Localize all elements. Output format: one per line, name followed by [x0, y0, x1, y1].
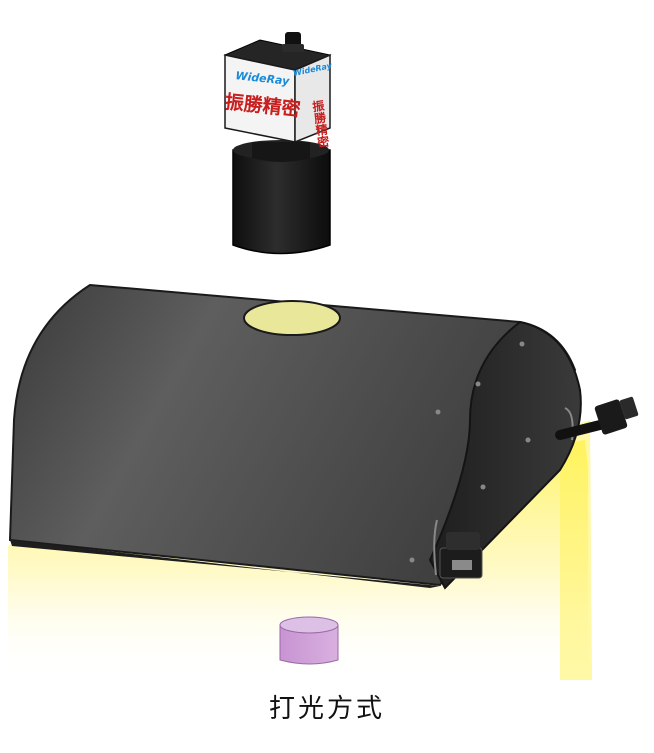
screw-1: [519, 341, 525, 347]
connector: [439, 532, 483, 579]
diagram-caption: 打光方式: [268, 694, 385, 724]
brand-front: WideRay: [235, 69, 291, 88]
screw-2: [435, 409, 441, 415]
screw-4: [525, 437, 531, 443]
camera-aperture: [243, 300, 341, 336]
inspected-object: [279, 616, 339, 665]
screw-6: [409, 557, 415, 563]
dome-light: [8, 283, 582, 590]
screw-5: [480, 484, 486, 490]
label-side: 振勝精密: [310, 98, 331, 149]
power-cable: [555, 396, 639, 440]
camera: [223, 32, 332, 255]
screw-3: [475, 381, 481, 387]
